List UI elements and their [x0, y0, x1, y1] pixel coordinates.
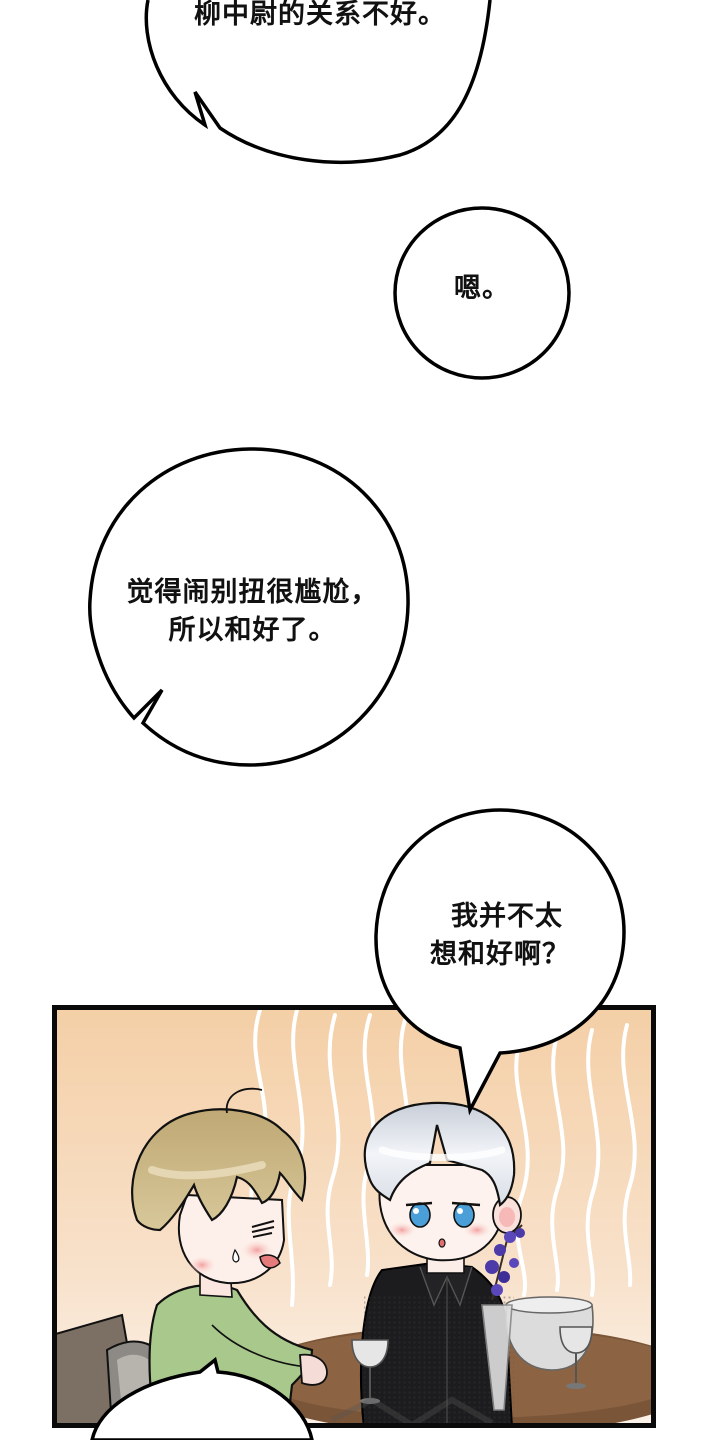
bubble-4-text: 我并不太 想和好啊？ — [400, 898, 600, 974]
glass-vase — [481, 1304, 513, 1411]
bubble-2-line-1: 嗯。 — [454, 273, 510, 304]
wine-glass-right — [559, 1326, 593, 1389]
silver-haired-character — [360, 1101, 522, 1428]
bubble-4-line-2: 想和好啊？ — [430, 939, 570, 970]
bubble-3-text: 觉得闹别扭很尴尬， 所以和好了。 — [100, 574, 405, 650]
bubble-1-text: 柳中尉的关系不好。 — [170, 0, 470, 34]
bubble-3-line-2: 所以和好了。 — [168, 615, 337, 646]
bubble-4-line-1: 我并不太 — [451, 901, 563, 932]
comic-panel — [52, 1005, 656, 1428]
panel-border — [52, 1005, 656, 1428]
bubble-3-line-1: 觉得闹别扭很尴尬， — [126, 577, 379, 608]
bubble-2-text: 嗯。 — [432, 270, 532, 308]
bubble-1-line-1: 柳中尉的关系不好。 — [194, 0, 446, 30]
wine-glass-left — [351, 1339, 389, 1404]
panel-artwork — [52, 1005, 656, 1428]
purple-flowers — [485, 1224, 525, 1301]
